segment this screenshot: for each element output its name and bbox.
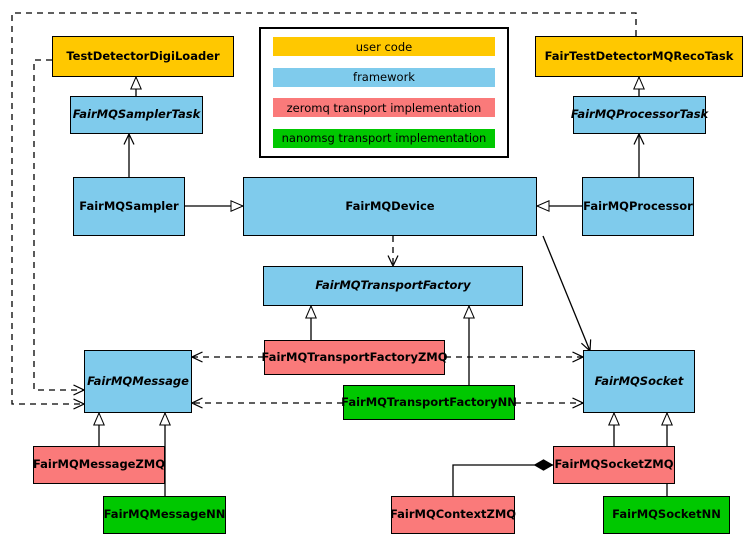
class-label: FairMQTransportFactoryNN (341, 394, 517, 409)
legend-label: zeromq transport implementation (286, 100, 482, 115)
class-label: FairMQTransportFactory (315, 278, 471, 293)
class-label: FairMQDevice (345, 198, 435, 213)
legend-item-zeromq: zeromq transport implementation (273, 98, 495, 118)
class-box-testdetectordigiloader[interactable]: TestDetectorDigiLoader (52, 36, 234, 77)
class-box-fairmqdevice[interactable]: FairMQDevice (243, 177, 537, 236)
class-box-fairmqprocessortask[interactable]: FairMQProcessorTask (570, 96, 709, 134)
class-label: FairMQProcessorTask (570, 107, 709, 122)
class-label: FairTestDetectorMQRecoTask (544, 48, 734, 63)
class-box-fairmqtransportfactory[interactable]: FairMQTransportFactory (263, 266, 523, 306)
legend-item-user-code: user code (273, 37, 495, 56)
class-box-fairmqsocketzmq[interactable]: FairMQSocketZMQ (553, 446, 675, 484)
class-label: FairMQTransportFactoryZMQ (261, 349, 448, 364)
class-label: FairMQContextZMQ (389, 507, 517, 522)
legend-item-nanomsg: nanomsg transport implementation (273, 128, 495, 148)
class-box-fairmqsampler[interactable]: FairMQSampler (73, 177, 185, 236)
legend-item-framework: framework (273, 67, 495, 87)
class-box-fairmqmessagezmq[interactable]: FairMQMessageZMQ (33, 446, 165, 484)
legend-label: framework (353, 70, 415, 85)
class-label: FairMQMessageZMQ (32, 457, 166, 472)
class-label: FairMQMessage (87, 373, 189, 388)
class-label: FairMQProcessor (583, 198, 693, 213)
class-label: TestDetectorDigiLoader (66, 48, 220, 63)
legend-label: user code (355, 39, 413, 54)
legend-box: user code framework zeromq transport imp… (259, 27, 509, 158)
class-box-fairmqtransportfactoryzmq[interactable]: FairMQTransportFactoryZMQ (261, 340, 448, 375)
edge-device-socket (542, 235, 590, 351)
edge-contextzmq-socketzmq (452, 465, 553, 496)
class-label: FairMQSampler (79, 198, 179, 213)
class-box-fairmqsocket[interactable]: FairMQSocket (583, 350, 695, 413)
class-box-fairmqcontextzmq[interactable]: FairMQContextZMQ (389, 496, 517, 534)
class-label: FairMQSocketNN (612, 507, 721, 522)
class-box-fairmqtransportfactorynn[interactable]: FairMQTransportFactoryNN (341, 385, 517, 420)
class-label: FairMQMessageNN (103, 507, 226, 522)
class-box-fairmqprocessor[interactable]: FairMQProcessor (582, 177, 694, 236)
class-label: FairMQSocket (594, 373, 684, 388)
class-box-fairmqmessage[interactable]: FairMQMessage (84, 350, 192, 413)
class-box-fairmqsocketnn[interactable]: FairMQSocketNN (603, 496, 730, 534)
legend-label: nanomsg transport implementation (281, 131, 487, 146)
class-label: FairMQSamplerTask (72, 107, 201, 122)
class-box-fairmqmessagenn[interactable]: FairMQMessageNN (103, 496, 226, 534)
class-box-fairmqsamplertask[interactable]: FairMQSamplerTask (70, 96, 203, 134)
class-box-fairtestdetectormqrecotask[interactable]: FairTestDetectorMQRecoTask (535, 36, 743, 77)
class-label: FairMQSocketZMQ (554, 457, 674, 472)
